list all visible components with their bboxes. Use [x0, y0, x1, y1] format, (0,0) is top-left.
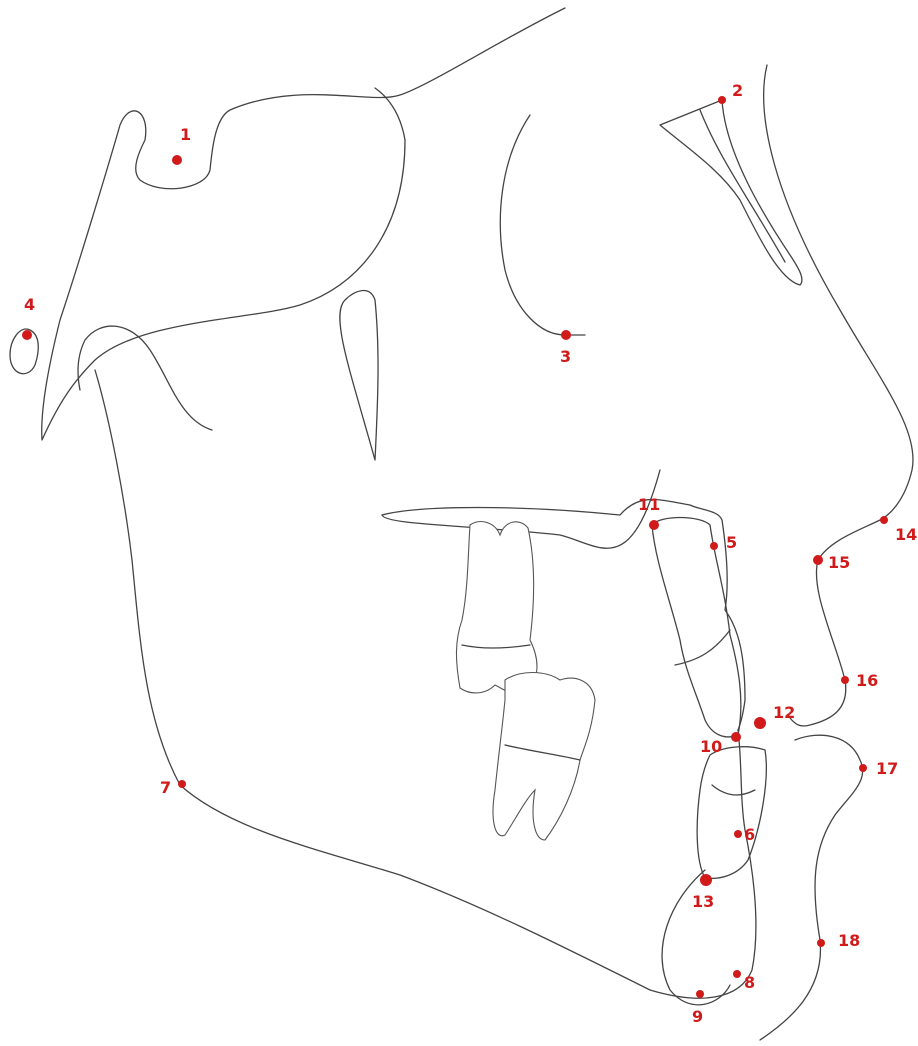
landmark-label: 7 [160, 778, 171, 797]
landmark-dot [813, 555, 823, 565]
symphysis-outline [662, 870, 730, 1005]
landmark-11: 11 [638, 495, 660, 530]
landmark-label: 2 [732, 81, 743, 100]
landmark-dot [817, 939, 825, 947]
landmark-label: 14 [895, 525, 917, 544]
cranial-base-outline [42, 8, 565, 440]
upper-molar [456, 522, 537, 695]
landmark-4: 4 [22, 295, 35, 340]
pterygomaxillary-curve [78, 326, 212, 430]
landmark-label: 17 [876, 759, 898, 778]
nasal-bone-outline [660, 100, 802, 285]
landmark-label: 12 [773, 703, 795, 722]
landmark-dot [649, 520, 659, 530]
landmark-18: 18 [817, 931, 860, 950]
anatomical-outlines [10, 8, 913, 1040]
landmark-12: 12 [754, 703, 795, 729]
landmark-2: 2 [718, 81, 743, 104]
landmark-15: 15 [813, 553, 850, 572]
landmark-6: 6 [734, 825, 755, 844]
lower-molar [493, 673, 595, 841]
landmark-label: 11 [638, 495, 660, 514]
landmark-dot [859, 764, 867, 772]
landmark-label: 10 [700, 737, 722, 756]
landmark-dot [178, 780, 186, 788]
landmark-label: 1 [180, 125, 191, 144]
soft-tissue-forehead-nose [764, 65, 913, 726]
landmark-dot [696, 990, 704, 998]
landmark-3: 3 [560, 330, 571, 366]
landmark-dot [733, 970, 741, 978]
landmark-9: 9 [692, 990, 704, 1026]
landmark-dot [880, 516, 888, 524]
landmark-label: 13 [692, 892, 714, 911]
landmark-dot [172, 155, 182, 165]
landmark-label: 9 [692, 1007, 703, 1026]
landmark-dot [700, 874, 712, 886]
landmark-label: 18 [838, 931, 860, 950]
landmark-dot [718, 96, 726, 104]
landmark-label: 8 [744, 973, 755, 992]
landmark-7: 7 [160, 778, 186, 797]
landmark-label: 15 [828, 553, 850, 572]
landmark-dot [22, 330, 32, 340]
lower-incisor-cej [712, 785, 755, 795]
landmark-label: 5 [726, 533, 737, 552]
orbit-outline [500, 115, 585, 335]
landmark-label: 4 [24, 295, 35, 314]
landmark-dot [734, 830, 742, 838]
landmark-dot [731, 732, 741, 742]
landmark-label: 16 [856, 671, 878, 690]
lower-incisor-outline [697, 747, 766, 879]
landmark-17: 17 [859, 759, 898, 778]
landmark-dot [561, 330, 571, 340]
landmark-1: 1 [172, 125, 191, 165]
landmark-label: 6 [744, 825, 755, 844]
landmark-dot [754, 717, 766, 729]
soft-tissue-lower-lip-chin [760, 735, 863, 1040]
landmark-dot [710, 542, 718, 550]
landmark-label: 3 [560, 347, 571, 366]
upper-incisor-cej [675, 630, 730, 665]
nasal-bone-inner [700, 110, 785, 262]
landmark-14: 14 [880, 516, 917, 544]
mandible-outline [95, 370, 756, 998]
landmark-16: 16 [841, 671, 878, 690]
pterygoid-fissure [340, 291, 378, 460]
landmark-dot [841, 676, 849, 684]
